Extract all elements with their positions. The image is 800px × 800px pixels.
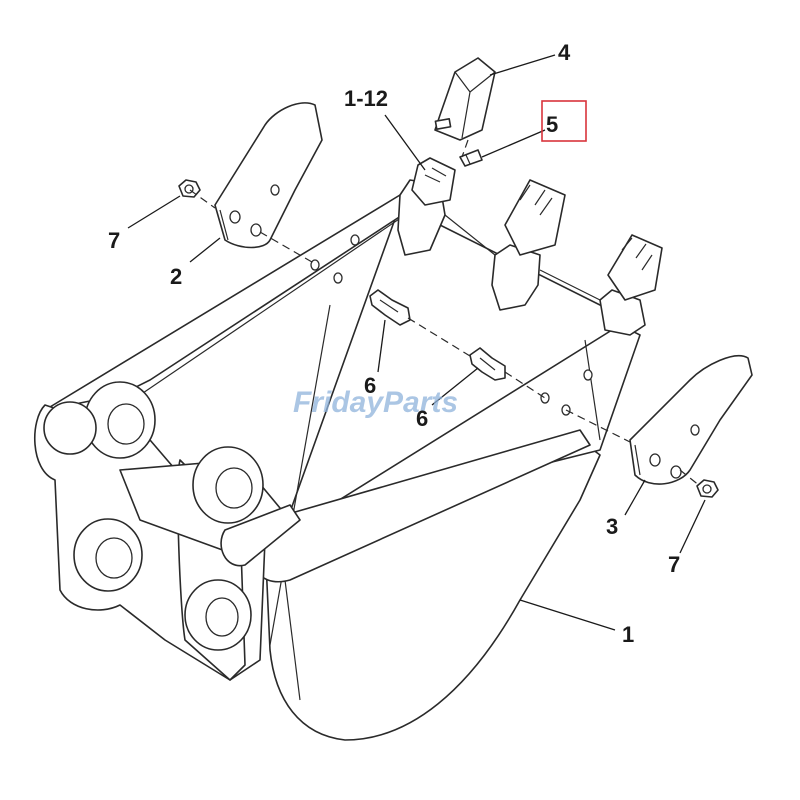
watermark-text: FridayParts — [293, 386, 458, 419]
bucket-body — [44, 194, 641, 741]
callout-tooth-tip: 4 — [558, 40, 571, 65]
callout-bolt-right: 6 — [416, 406, 428, 431]
bolt-right — [469, 347, 506, 381]
callout-retainer-pin: 5 — [546, 112, 558, 137]
callout-nut-left: 7 — [108, 228, 120, 253]
hinge-bracket — [34, 381, 301, 681]
nut-left — [178, 179, 201, 198]
leader-lines — [127, 54, 706, 631]
bolt-left — [369, 289, 411, 326]
nut-right — [696, 479, 719, 498]
assembly-lines — [189, 139, 701, 487]
callout-side-cutter-right: 3 — [606, 514, 618, 539]
callout-bucket: 1 — [622, 622, 634, 647]
side-cutter-left — [214, 102, 323, 249]
callout-bolt-left: 6 — [364, 373, 376, 398]
tooth-tip-part — [434, 57, 496, 141]
highlight-box — [541, 100, 587, 142]
callout-side-cutter-left: 2 — [170, 264, 182, 289]
callout-nut-right: 7 — [668, 552, 680, 577]
mounted-adapters — [397, 157, 663, 336]
retainer-pin-part — [459, 149, 483, 167]
callout-adapter-assembly: 1-12 — [344, 86, 388, 111]
side-cutter-right — [629, 355, 753, 485]
